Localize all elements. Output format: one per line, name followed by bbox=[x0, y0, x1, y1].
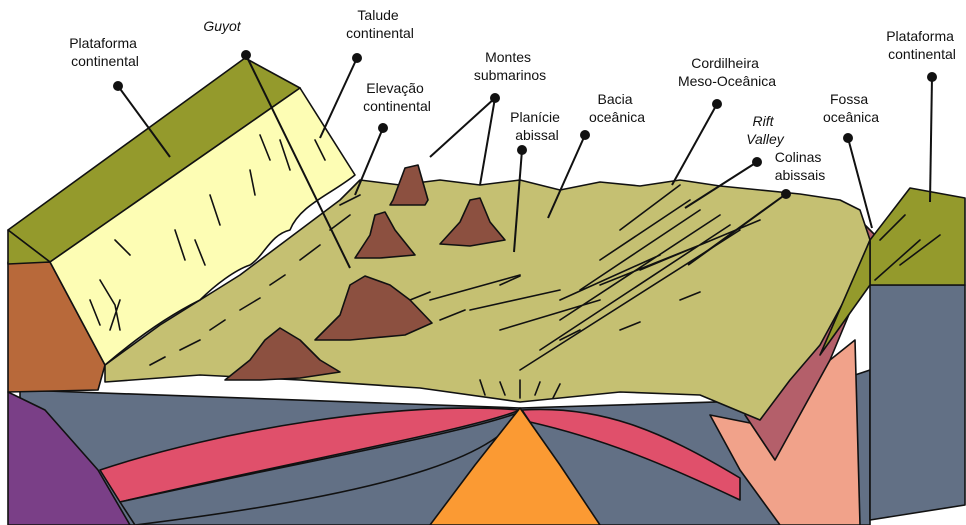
label-abyssal-plain: Planície abissal bbox=[510, 109, 564, 143]
label-rift-valley: Rift Valley bbox=[746, 113, 785, 147]
right-block-side bbox=[870, 285, 965, 520]
label-trench: Fossa oceânica bbox=[823, 91, 879, 125]
label-abyssal-hills: Colinas abissais bbox=[775, 149, 826, 183]
label-shelf-right: Plataforma continental bbox=[886, 28, 958, 62]
label-rise: Elevação continental bbox=[363, 80, 431, 114]
label-seamounts: Montes submarinos bbox=[474, 49, 546, 83]
label-ocean-basin: Bacia oceânica bbox=[589, 91, 645, 125]
label-shelf-left: Plataforma continental bbox=[69, 35, 141, 69]
label-ridge: Cordilheira Meso-Oceânica bbox=[678, 55, 776, 89]
label-slope: Talude continental bbox=[346, 7, 414, 41]
label-guyot: Guyot bbox=[203, 18, 241, 34]
